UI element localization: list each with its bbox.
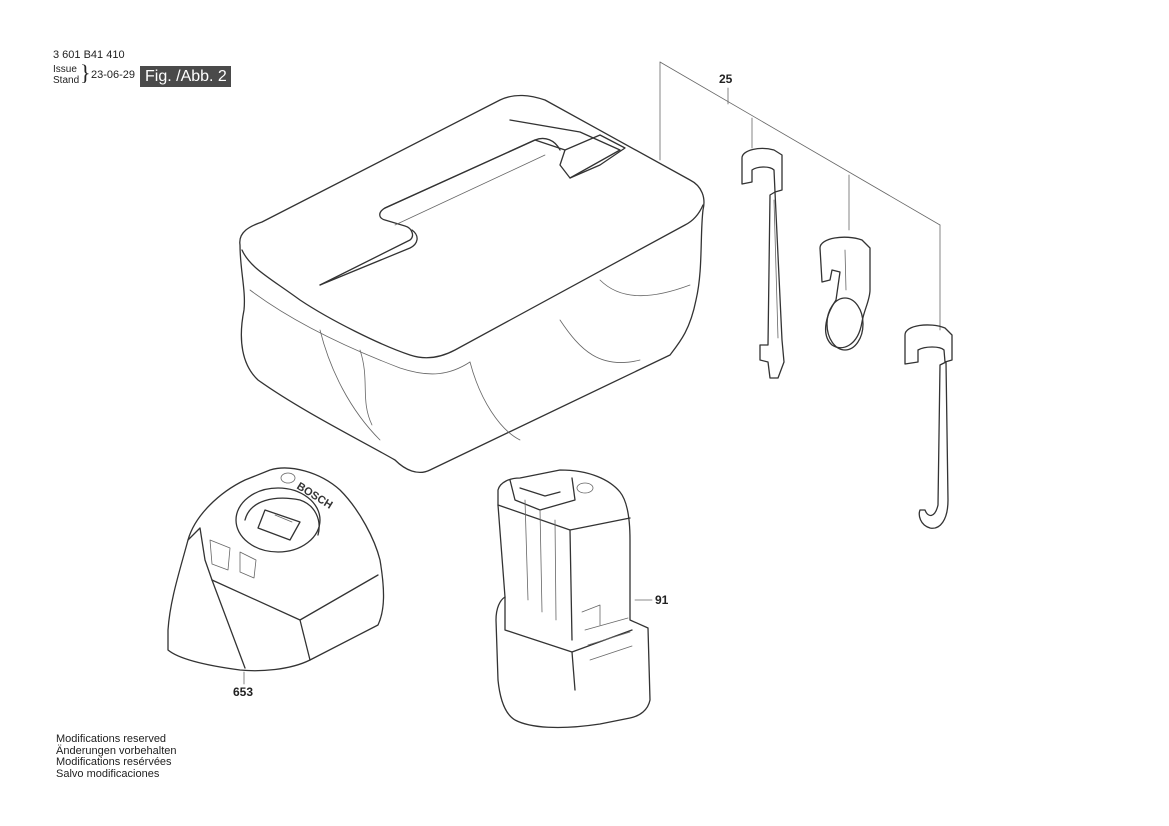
callout-battery: 91 [655,593,669,607]
issue-stand-labels: Issue Stand [53,64,79,86]
notice-de: Änderungen vorbehalten [56,744,177,757]
holders-leader-lines [659,61,941,331]
carrying-bag [239,94,705,474]
figure-label: Fig. /Abb. 2 [140,66,231,87]
belt-hook [904,324,953,529]
stand-label: Stand [53,75,80,86]
issue-date: 23-06-29 [91,69,136,81]
notice-en: Modifications reserved [56,733,167,745]
battery-charger: BOSCH [167,467,385,672]
notice-es: Salvo modificaciones [56,767,160,780]
battery-pack [495,469,651,729]
holder-cup [819,236,871,351]
issue-label: Issue [53,64,77,75]
modifications-notice: Modifications reserved Änderungen vorbeh… [56,733,177,780]
brace-symbol: } [80,60,91,85]
callout-holders: 25 [719,72,733,86]
part-number: 3 601 B41 410 [53,49,125,61]
callout-charger: 653 [233,685,254,699]
notice-fr: Modifications resérvées [56,756,172,768]
charger-logo-text: BOSCH [294,480,334,511]
belt-clip-long [741,147,785,379]
